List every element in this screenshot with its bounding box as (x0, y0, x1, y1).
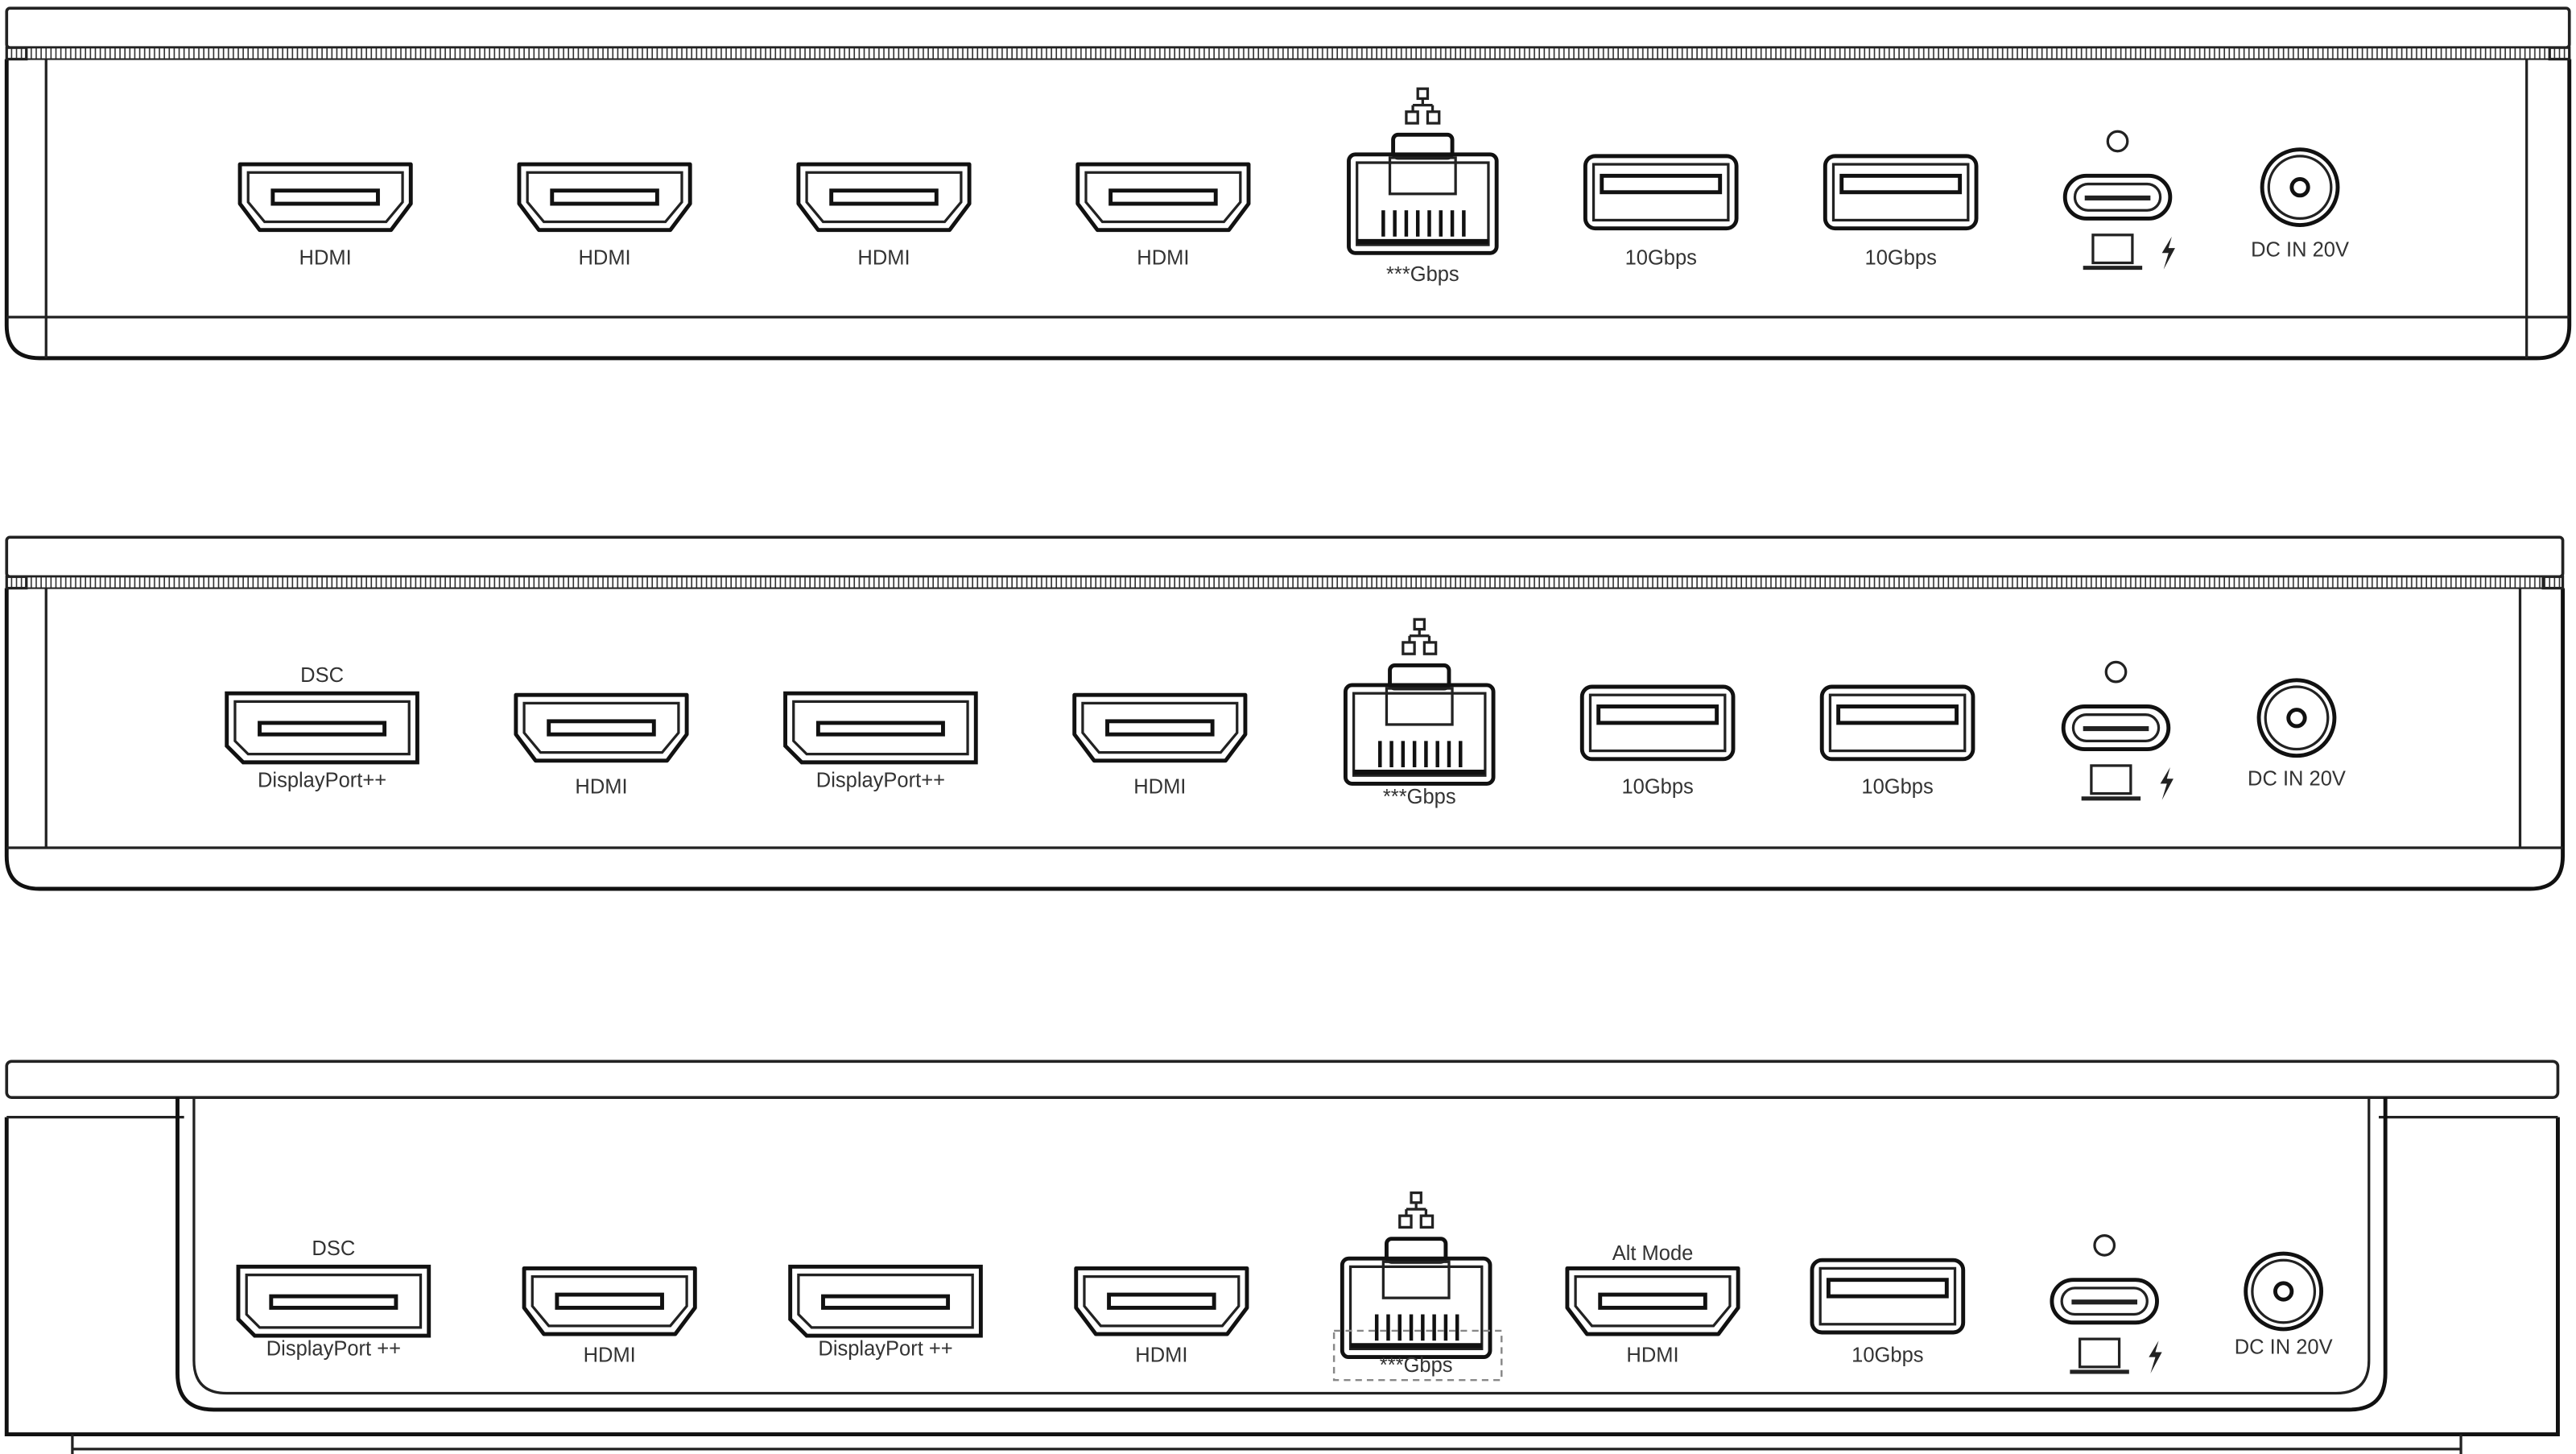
network-icon (1398, 1191, 1435, 1229)
port-hdmi: HDMI Alt Mode (1565, 1242, 1740, 1367)
port-dp: DisplayPort ++ (788, 1264, 983, 1361)
port-usbc (2050, 1233, 2162, 1374)
port-top-label: DSC (312, 1237, 355, 1260)
port-hdmi: HDMI (1074, 1266, 1249, 1367)
port-hdmi: HDMI (796, 162, 972, 270)
port-label: 10Gbps (1865, 247, 1937, 270)
port-hdmi: HDMI (237, 162, 413, 270)
port-label: 10Gbps (1852, 1345, 1923, 1367)
port-dc: DC IN 20V (2251, 147, 2349, 261)
port-label: HDMI (1626, 1345, 1678, 1367)
port-label: HDMI (1135, 1345, 1187, 1367)
optional-port-outline (1332, 1329, 1503, 1382)
dock-variant-2-ports: DisplayPort++ DSC HDMI DisplayPort++ HDMI ***… (225, 618, 2346, 808)
port-usba: 10Gbps (1819, 684, 1975, 799)
port-label: HDMI (1137, 247, 1189, 270)
port-label: DisplayPort ++ (266, 1338, 401, 1361)
port-label: HDMI (584, 1345, 636, 1367)
port-usba: 10Gbps (1579, 684, 1736, 799)
laptop-charging-icon (2070, 1337, 2162, 1374)
port-label: 10Gbps (1625, 247, 1697, 270)
port-label: 10Gbps (1861, 776, 1933, 799)
port-label: ***Gbps (1380, 1354, 1453, 1377)
port-label: DisplayPort++ (816, 769, 945, 791)
port-label: 10Gbps (1621, 776, 1693, 799)
port-label: HDMI (857, 247, 910, 270)
port-dc: DC IN 20V (2235, 1251, 2333, 1359)
port-hdmi: HDMI (522, 1266, 697, 1367)
port-label: HDMI (578, 247, 630, 270)
port-top-label: DSC (300, 664, 344, 687)
port-hdmi: HDMI (517, 162, 692, 270)
port-usbc (2061, 660, 2174, 801)
laptop-charging-icon (2081, 764, 2174, 801)
port-label: HDMI (299, 247, 352, 270)
port-dp: DisplayPort ++ DSC (236, 1237, 431, 1361)
port-hdmi: HDMI (514, 692, 689, 799)
port-label: DC IN 20V (2248, 767, 2346, 790)
port-top-label: Alt Mode (1612, 1242, 1694, 1265)
port-dp: DisplayPort++ DSC (225, 664, 419, 791)
port-label: DisplayPort++ (258, 769, 386, 791)
dock-variant-3-chassis (4, 1060, 2560, 1454)
port-dc: DC IN 20V (2248, 678, 2346, 790)
network-icon (1405, 87, 1441, 125)
port-usba: 10Gbps (1823, 154, 1979, 270)
port-label: ***Gbps (1383, 786, 1456, 808)
port-label: ***Gbps (1386, 263, 1459, 286)
port-rj45: ***Gbps (1343, 618, 1496, 808)
network-icon (1402, 618, 1438, 655)
port-rj45: ***Gbps (1347, 87, 1499, 286)
port-label: DisplayPort ++ (818, 1338, 952, 1361)
port-rj45: ***Gbps (1332, 1191, 1503, 1382)
port-dp: DisplayPort++ (783, 691, 978, 791)
dock-variant-1-ports: HDMI HDMI HDMI HDMI ***Gbps 10Gbps 10Gbps DC IN… (237, 87, 2349, 286)
dock-variant-1-chassis (4, 6, 2572, 361)
port-hdmi: HDMI (1072, 692, 1248, 799)
port-label: HDMI (1133, 776, 1186, 799)
port-label: DC IN 20V (2251, 238, 2349, 261)
port-usba: 10Gbps (1583, 154, 1739, 270)
port-label: HDMI (575, 776, 627, 799)
port-usba: 10Gbps (1810, 1258, 1966, 1367)
laptop-charging-icon (2083, 233, 2175, 271)
port-label: DC IN 20V (2235, 1336, 2333, 1359)
dock-variant-3-ports: DisplayPort ++ DSC HDMI DisplayPort ++ HDMI *… (236, 1191, 2333, 1382)
dock-variant-2-chassis (4, 535, 2566, 891)
port-hdmi: HDMI (1075, 162, 1251, 270)
port-usbc (2062, 130, 2175, 271)
